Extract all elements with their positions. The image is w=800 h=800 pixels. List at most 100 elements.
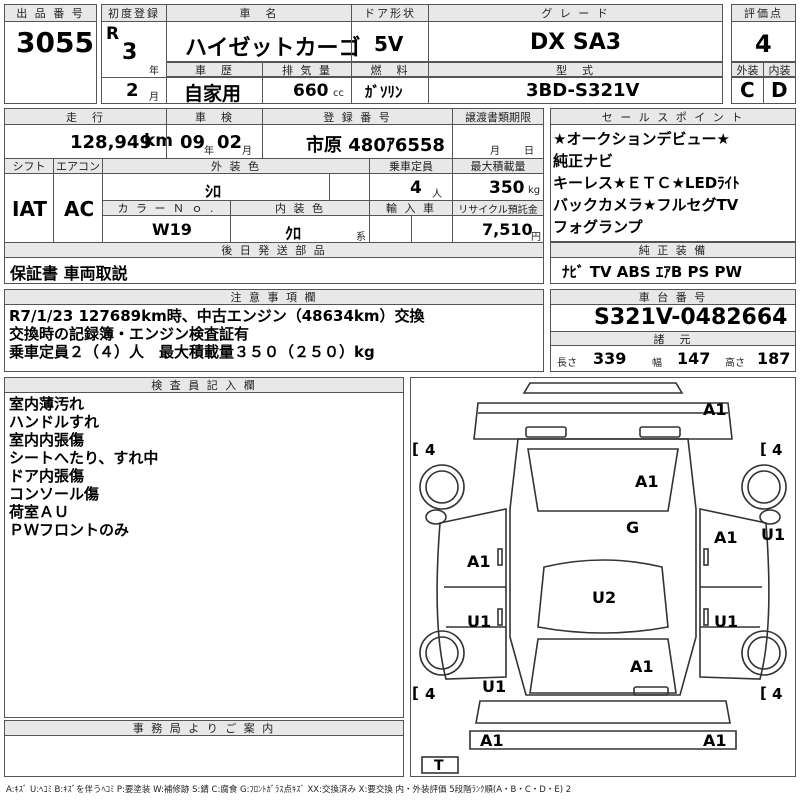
int-color-label: 内 装 色: [230, 200, 370, 216]
model-code: 3BD-S321V: [526, 80, 640, 101]
door-type: 5V: [374, 32, 404, 56]
fuel-label: 燃 料: [351, 62, 429, 77]
import-cell-b: [411, 215, 453, 243]
inspector-note: 室内薄汚れ: [9, 395, 85, 413]
grade-label: グ レ ー ド: [428, 4, 723, 22]
chassis-no: S321V-0482664: [594, 305, 788, 330]
tire-fl-bracket: [: [412, 440, 419, 458]
dmg-hood: A1: [635, 472, 659, 491]
tail-gate-label: T: [434, 758, 444, 774]
mileage: 128,949: [70, 132, 152, 153]
office-label: 事 務 局 よ り ご 案 内: [4, 720, 404, 736]
inspector-note: ハンドルすれ: [9, 413, 100, 431]
tire-rl: 4: [425, 685, 436, 703]
wid-label: 幅: [652, 358, 662, 369]
inspector-note: シートへたり、すれ中: [9, 449, 159, 467]
int-color: ｸﾛ: [285, 224, 302, 243]
height: 187: [757, 349, 791, 368]
inspection-label: 車 検: [166, 108, 263, 125]
notes-list: R7/1/23 127689km時、中古エンジン（48634km）交換 交換時の…: [9, 307, 425, 361]
std-equip-label: 純 正 装 備: [550, 242, 796, 258]
dims-cell: [550, 345, 796, 372]
displacement-unit: cc: [333, 88, 344, 99]
recycle-unit: 円: [531, 232, 541, 243]
tire-rl-bracket: [: [412, 684, 419, 702]
dmg-rear-l: A1: [480, 731, 504, 750]
shift-label: シフト: [4, 158, 54, 174]
tire-fr-bracket: [: [760, 440, 767, 458]
ac: AC: [64, 197, 95, 221]
ext-label: 外装: [731, 62, 764, 77]
dmg-fender-r: A1: [714, 528, 738, 547]
dmg-fender-l: A1: [467, 552, 491, 571]
ext-score: C: [740, 78, 755, 102]
std-equip: ﾅﾋﾞ TV ABS ｴｱB PS PW: [562, 263, 743, 281]
max-load: 350: [489, 178, 525, 198]
office-cell: [4, 735, 404, 777]
notes-cell: [4, 304, 544, 372]
later-parts-label: 後 日 発 送 部 品: [4, 242, 544, 258]
model-code-cell: [428, 77, 723, 104]
reg-no: 市原 480ｱ6558: [306, 135, 445, 156]
capacity: 4: [410, 178, 422, 198]
capacity-unit: 人: [432, 189, 442, 200]
std-equip-cell: [550, 257, 796, 284]
dmg-quarter-l: U1: [482, 677, 507, 696]
model-code-label: 型 式: [428, 62, 723, 77]
dmg-door-r: U1: [714, 612, 739, 631]
insp-year-unit: 年: [204, 146, 214, 157]
shift: IAT: [12, 197, 48, 221]
sales-point: キーレス★ＥＴＣ★LEDﾗｲﾄ: [553, 174, 740, 192]
insp-month-unit: 月: [242, 146, 252, 157]
sales-point: 純正ナビ: [553, 152, 614, 170]
import-cell-a: [369, 215, 412, 243]
inspector-list: 室内薄汚れ ハンドルすれ 室内内張傷 シートへたり、すれ中 ドア内張傷 コンソー…: [9, 395, 158, 539]
note-line: 交換時の記録簿・エンジン検査証有: [9, 325, 250, 343]
recycle-label: リサイクル預託金: [452, 200, 544, 216]
dmg-rear-r: A1: [703, 731, 727, 750]
inspector-label: 検 査 員 記 入 欄: [4, 377, 404, 393]
history: 自家用: [184, 83, 242, 105]
score-cell: [731, 21, 796, 62]
dmg-front-bumper: A1: [703, 400, 727, 419]
dims-label: 諸 元: [550, 331, 796, 346]
recycle: 7,510: [482, 220, 533, 239]
sales-point: ★オークションデビュー★: [553, 130, 730, 148]
transfer-month: 月: [490, 146, 500, 157]
displacement-label: 排 気 量: [262, 62, 352, 77]
inspector-note: コンソール傷: [9, 485, 100, 503]
model-name-label: 車 名: [166, 4, 352, 22]
color-no-label: カ ラ ー Ｎ ｏ .: [102, 200, 231, 216]
capacity-label: 乗車定員: [369, 158, 453, 174]
lot-no-cell: [4, 21, 97, 104]
dmg-rear-glass: A1: [630, 657, 654, 676]
reg-year-unit: 年: [149, 66, 159, 77]
reg-no-label: 登 録 番 号: [262, 108, 453, 125]
note-line: 乗車定員２（４）人 最大積載量３５０（２５０）kg: [9, 343, 375, 361]
grade-cell: [428, 21, 723, 62]
sales-points-cell: [550, 124, 796, 242]
inspector-note: 室内内張傷: [9, 431, 85, 449]
reg-year: 3: [122, 40, 138, 65]
int-label: 内装: [763, 62, 796, 77]
grade: DX SA3: [530, 30, 622, 55]
reg-month: 2: [126, 80, 139, 101]
width: 147: [677, 349, 711, 368]
ext-color-label: 外 装 色: [102, 158, 370, 174]
score-label: 評価点: [731, 4, 796, 22]
dmg-windshield: G: [626, 518, 640, 537]
sales-point: フォグランプ: [553, 218, 643, 236]
dmg-fender-r-side: U1: [761, 525, 786, 544]
max-load-label: 最大積載量: [452, 158, 544, 174]
tire-fr: 4: [772, 441, 783, 459]
import-label: 輸 入 車: [369, 200, 453, 216]
model-name: ハイゼットカーゴ: [185, 36, 361, 61]
era: R: [106, 24, 120, 44]
tire-fl: 4: [425, 441, 436, 459]
dmg-door-l: U1: [467, 612, 492, 631]
dmg-roof: U2: [592, 588, 617, 607]
hgt-label: 高さ: [725, 358, 745, 369]
inspector-note: ＰＷフロントのみ: [9, 521, 130, 539]
chassis-label: 車 台 番 号: [550, 289, 796, 305]
car-diagram: [419, 382, 787, 774]
